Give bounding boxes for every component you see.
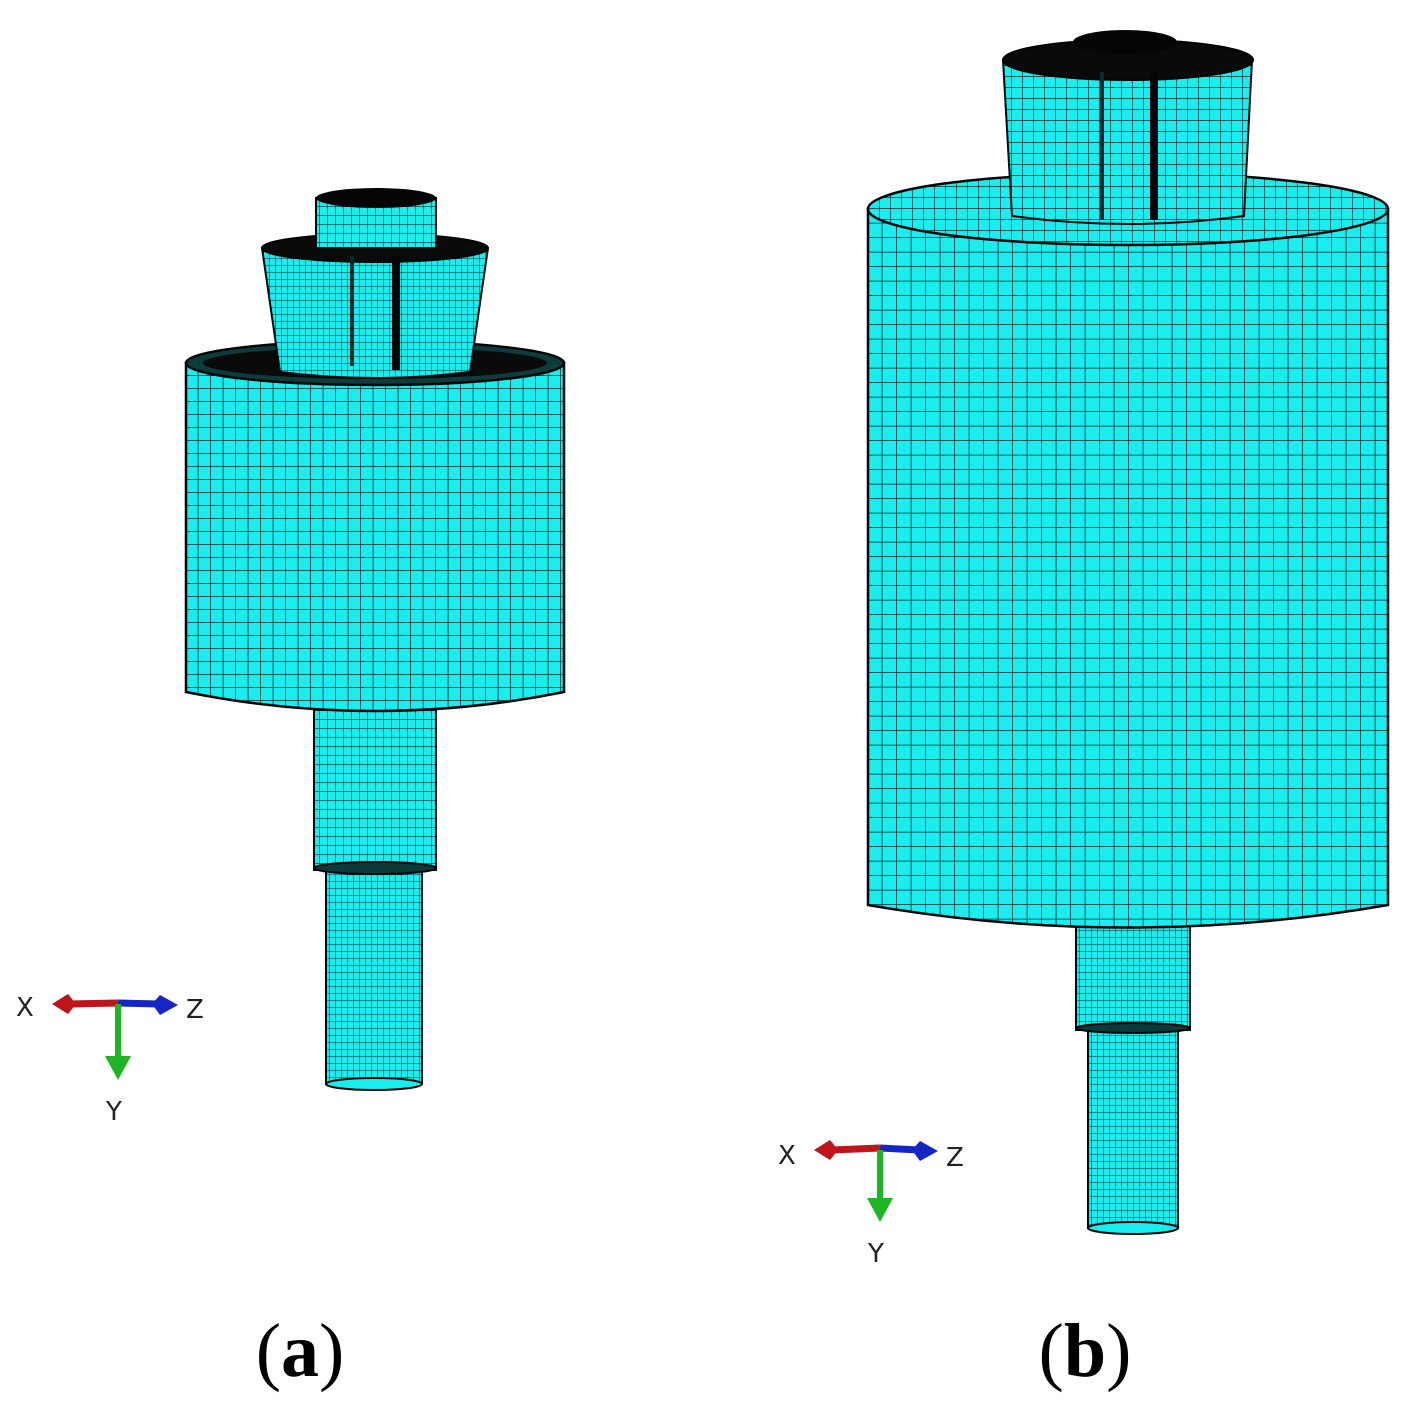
panel-a-x-label: X [16,993,34,1023]
panel-a-x-arrowhead [52,994,76,1014]
panel-b-caption-open: ( [1039,1309,1064,1393]
panel-b-z-arrowhead [912,1141,938,1161]
panel-a-model [184,188,566,1091]
panel-b-caption-close: ) [1106,1309,1131,1393]
panel-a-caption-close: ) [319,1309,344,1393]
panel-b-caption-letter: b [1064,1309,1106,1393]
panel-a-y-arrowhead [105,1056,131,1080]
panel-b-y-arrowhead [867,1198,893,1222]
panel-a-x-axis-arrow [67,999,119,1008]
panel-b-model [866,30,1390,1235]
panel-b-z-label: Z [946,1143,964,1173]
panel-b-y-label: Y [867,1239,884,1269]
panel-b-collet [1001,30,1254,225]
panel-a-caption: (a) [256,1309,345,1393]
panel-b-upper-shaft [1075,917,1191,1034]
panel-a-caption-letter: a [281,1309,319,1393]
panel-a-z-arrowhead [152,995,178,1015]
panel-b-caption: (b) [1039,1309,1132,1393]
panel-a-main-cylinder [184,339,566,713]
panel-a-upper-shaft [313,707,437,875]
panel-b-x-axis-arrow [831,1144,881,1154]
panel-a-axis-triad: X Z Y [16,993,204,1127]
panel-b-axis-triad: X Z Y [778,1140,964,1269]
panel-a-caption-open: ( [256,1309,281,1393]
panel-b-lower-shaft [1087,1029,1179,1235]
panel-a-y-label: Y [105,1097,122,1127]
panel-b-main-cylinder [866,171,1390,929]
panel-a-collet [260,233,490,379]
panel-b-x-arrowhead [814,1140,838,1160]
panel-a-top-cap [315,188,437,249]
panel-b-x-label: X [778,1141,796,1171]
panel-a-lower-shaft [325,867,423,1091]
panel-a-z-label: Z [186,995,204,1025]
